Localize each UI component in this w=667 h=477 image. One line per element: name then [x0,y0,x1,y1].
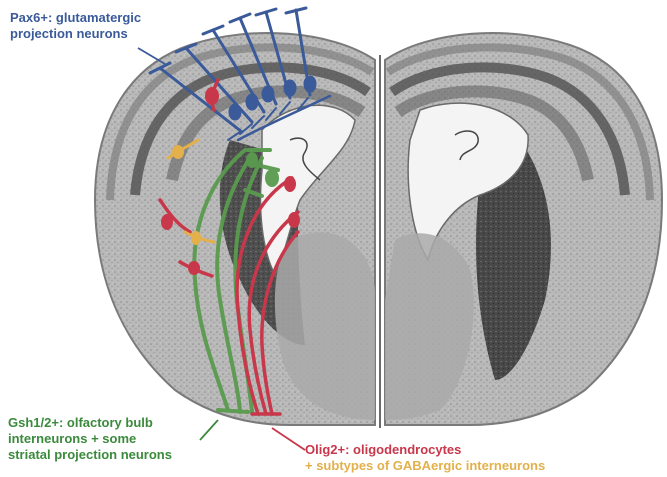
gsh-label-line-2: interneurons + some [8,431,172,447]
pax6-label: Pax6+: glutamatergic projection neurons [10,10,141,42]
olig-label: Olig2+: oligodendrocytes + subtypes of G… [305,442,545,474]
left-hemisphere [95,33,375,425]
olig-label-line-2: + subtypes of GABAergic interneurons [305,458,545,474]
gsh-leader-line [200,420,218,440]
olig-label-line-1: Olig2+: oligodendrocytes [305,442,545,458]
pax6-label-line-1: Pax6+: glutamatergic [10,10,141,26]
gsh-label: Gsh1/2+: olfactory bulb interneurons + s… [8,415,172,463]
gsh-label-line-1: Gsh1/2+: olfactory bulb [8,415,172,431]
pax6-leader-line [138,48,165,64]
olig-leader-line [272,428,305,450]
right-hemisphere [385,33,662,425]
gsh-label-line-3: striatal projection neurons [8,447,172,463]
neuron-soma [230,105,240,119]
pax6-label-line-2: projection neurons [10,26,141,42]
